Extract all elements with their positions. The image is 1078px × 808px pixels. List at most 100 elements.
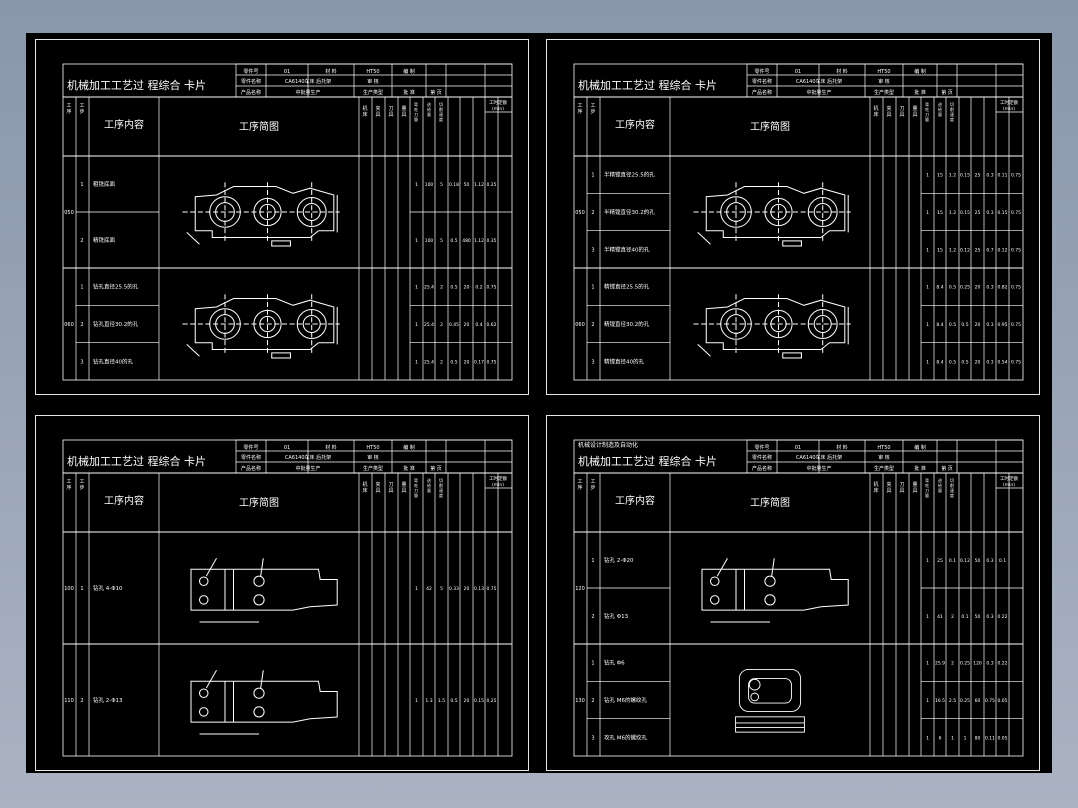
col-tool: 刀具 (899, 482, 904, 494)
step-value: 1 (926, 173, 929, 179)
process-number: 060 (575, 322, 585, 328)
step-number: 3 (591, 359, 594, 365)
step-value: 1 (926, 558, 929, 564)
material-value: HT50 (877, 445, 890, 451)
svg-text:量: 量 (938, 487, 942, 493)
step-value: 1.2 (949, 247, 956, 253)
part-no-value: 01 (795, 69, 801, 75)
material-value: HT50 (366, 69, 379, 75)
step-value: 0.12 (997, 247, 1007, 253)
step-value: 0.15 (960, 210, 970, 216)
svg-text:背: 背 (925, 101, 929, 107)
svg-text:削: 削 (439, 482, 443, 488)
part-no-label: 零件号 (243, 68, 258, 75)
step-value: 25 (975, 210, 981, 216)
step-value: 20 (464, 586, 470, 592)
step-content: 半精镗直径25.5的孔 (604, 171, 655, 179)
step-value: 0.3 (986, 322, 993, 328)
step-value: 5 (440, 238, 443, 244)
machine-value: CA6140车床 后托架 (796, 78, 842, 85)
step-value: 5 (440, 586, 443, 592)
col-content: 工序内容 (615, 118, 655, 131)
svg-text:机: 机 (362, 105, 367, 112)
step-value: 0.7 (986, 247, 993, 253)
col-time-quota: 工时定额 (1000, 475, 1018, 482)
compiled-label: 编 制 (403, 444, 415, 451)
step-value: 0.33 (449, 586, 459, 592)
step-value: 0.18 (449, 182, 459, 188)
step-value: 0.1 (949, 558, 956, 564)
process-sketch (190, 669, 338, 735)
svg-text:速: 速 (950, 487, 954, 493)
batch-value: 中批量生产 (295, 465, 320, 472)
step-value: 1 (415, 238, 418, 244)
svg-text:步: 步 (590, 109, 595, 115)
col-process-no: 工序 (577, 103, 582, 115)
step-value: 2 (951, 614, 954, 620)
svg-text:切: 切 (439, 477, 443, 483)
svg-text:刀: 刀 (925, 112, 929, 117)
svg-text:具: 具 (899, 488, 904, 494)
svg-text:量: 量 (414, 116, 418, 122)
step-value: 0.5 (949, 285, 956, 291)
part-name-label: 零件名称 (752, 454, 772, 461)
step-value: 20 (464, 698, 470, 704)
col-fixture: 夹具 (375, 105, 380, 118)
svg-text:刀: 刀 (925, 488, 929, 493)
page-label: 第 页 (941, 465, 953, 472)
svg-text:度: 度 (439, 116, 443, 122)
process-number: 060 (64, 322, 74, 328)
material-label: 材 料 (836, 444, 848, 451)
step-value: 1 (926, 698, 929, 704)
svg-text:机: 机 (873, 481, 878, 488)
step-value: 20 (975, 359, 981, 365)
step-value: 1 (951, 735, 954, 741)
process-sketch (693, 294, 851, 359)
step-value: 0.75 (1011, 247, 1021, 253)
compiled-label: 编 制 (403, 68, 415, 75)
step-value: 1.2 (949, 173, 956, 179)
svg-text:量: 量 (401, 105, 406, 112)
step-content: 精镗直径30.2的孔 (604, 320, 650, 328)
svg-text:步: 步 (79, 485, 84, 491)
step-number: 2 (591, 210, 594, 216)
machine-value: CA6140车床 后托架 (285, 78, 331, 85)
part-no-label: 零件号 (243, 444, 258, 451)
machine-value: CA6140车床 后托架 (285, 454, 331, 461)
step-value: 0.75 (985, 698, 995, 704)
step-value: 25.4 (424, 359, 434, 365)
svg-text:刀: 刀 (388, 106, 393, 112)
step-value: 1 (926, 210, 929, 216)
step-value: 8.4 (936, 285, 943, 291)
part-no-value: 01 (284, 69, 290, 75)
step-value: 0.15 (474, 698, 484, 704)
part-no-label: 零件号 (754, 444, 769, 451)
step-value: 15 (937, 173, 943, 179)
process-number: 050 (575, 210, 585, 216)
machine-value: CA6140车床 后托架 (796, 454, 842, 461)
step-content: 钻孔直径25.5的孔 (93, 283, 139, 291)
material-label: 材 料 (836, 68, 848, 75)
svg-text:具: 具 (401, 112, 406, 118)
col-gauge: 量具 (912, 105, 917, 118)
svg-text:夹: 夹 (375, 481, 380, 488)
step-value: 0.75 (486, 359, 496, 365)
col-tool: 刀具 (388, 106, 393, 118)
step-value: 20 (464, 359, 470, 365)
col-feed: 进给量 (427, 477, 431, 493)
step-value: 0.82 (997, 285, 1007, 291)
svg-text:具: 具 (388, 112, 393, 118)
step-value: 0.95 (997, 322, 1007, 328)
step-value: 0.3 (986, 210, 993, 216)
svg-text:进: 进 (427, 101, 431, 107)
svg-text:工: 工 (66, 479, 71, 485)
step-content: 钻孔 2-Φ20 (604, 556, 634, 564)
step-value: 2 (440, 285, 443, 291)
step-value: 0.5 (450, 285, 457, 291)
svg-text:工: 工 (66, 103, 71, 109)
step-value: 1 (415, 698, 418, 704)
product-name-label: 产品名称 (241, 89, 261, 96)
